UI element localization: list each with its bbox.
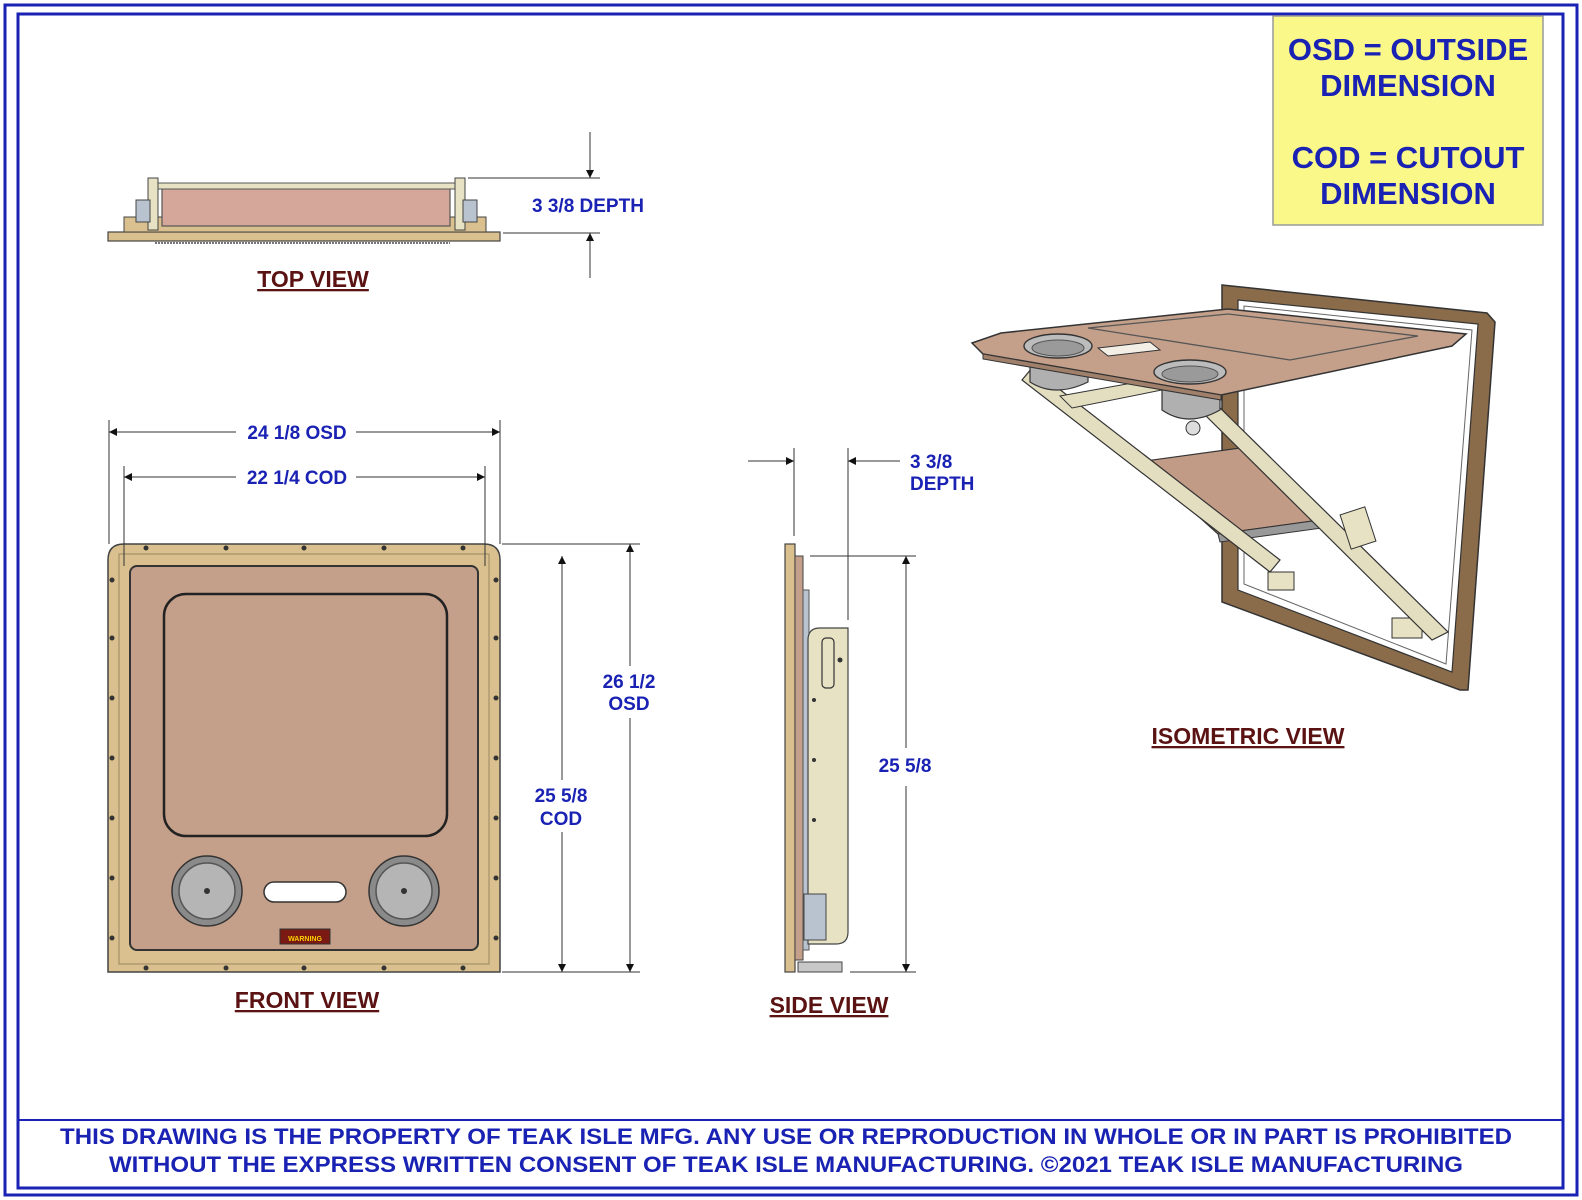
- front-width-cod-label: 22 1/4 COD: [247, 468, 347, 489]
- drawing-border-inner: [16, 12, 1565, 1190]
- warning-sticker-label: WARNING: [288, 936, 322, 943]
- side-view-label: SIDE VIEW: [770, 992, 889, 1018]
- legend-osd-definition: DIMENSION: [1320, 68, 1496, 103]
- drawing-border-outer: [3, 3, 1579, 1197]
- front-height-osd-unit: OSD: [608, 694, 649, 715]
- footer-notice-line-1: THIS DRAWING IS THE PROPERTY OF TEAK ISL…: [60, 1124, 1512, 1149]
- side-depth-unit: DEPTH: [910, 474, 974, 495]
- side-height-label: 25 5/8: [879, 756, 932, 777]
- top-depth-dimension: [468, 132, 600, 278]
- legend-cod-line: COD = CUTOUT: [1292, 140, 1525, 175]
- isometric-view-label: ISOMETRIC VIEW: [1152, 723, 1345, 749]
- legend-box: OSD = OUTSIDE DIMENSION COD = CUTOUT DIM…: [1272, 15, 1544, 226]
- front-dimension-lines: [108, 420, 640, 973]
- isometric-view-drawing: [970, 284, 1496, 691]
- footer-notice-line-2: WITHOUT THE EXPRESS WRITTEN CONSENT OF T…: [109, 1152, 1463, 1177]
- side-depth-value: 3 3/8: [910, 452, 952, 473]
- front-width-osd-label: 24 1/8 OSD: [247, 423, 346, 444]
- top-view-label: TOP VIEW: [257, 266, 369, 292]
- top-depth-label: 3 3/8 DEPTH: [532, 196, 644, 217]
- top-view-drawing: [107, 177, 501, 244]
- legend-osd-line: OSD = OUTSIDE: [1288, 32, 1528, 67]
- legend-cod-definition: DIMENSION: [1320, 176, 1496, 211]
- front-height-cod-value: 25 5/8: [535, 786, 588, 807]
- front-view-label: FRONT VIEW: [235, 987, 380, 1013]
- front-height-cod-unit: COD: [540, 809, 582, 830]
- front-height-osd-value: 26 1/2: [603, 672, 656, 693]
- side-dimension-lines: [748, 448, 916, 973]
- front-view-drawing: WARNING: [107, 543, 501, 973]
- side-view-drawing: [784, 543, 849, 973]
